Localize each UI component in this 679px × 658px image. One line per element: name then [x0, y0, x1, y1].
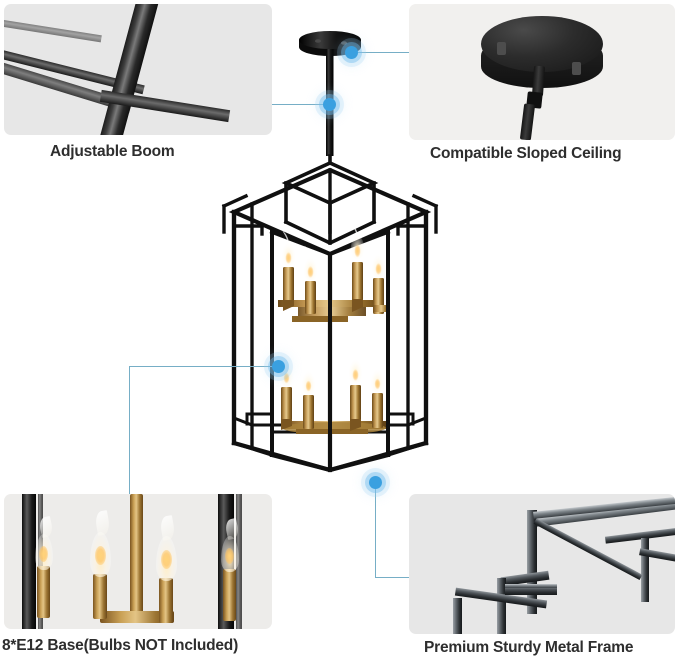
caption-e12-base: 8*E12 Base(Bulbs NOT Included)	[2, 637, 239, 654]
candle-lower-4	[370, 358, 385, 428]
feature-panel-e12-base	[4, 494, 272, 629]
feature-panel-adjustable-boom	[4, 4, 272, 135]
adjustable-boom-photo	[4, 4, 272, 135]
candle-lower-3	[348, 348, 363, 431]
candle-upper-4	[371, 243, 390, 314]
feature-panel-compatible-sloped-ceiling	[409, 4, 675, 140]
feature-panel-premium-metal-frame	[409, 494, 675, 634]
bulb-tier-lower	[279, 348, 386, 434]
premium-metal-frame-photo	[409, 494, 675, 634]
caption-premium-metal-frame: Premium Sturdy Metal Frame	[424, 639, 634, 656]
callout-boom-line	[272, 104, 330, 106]
compatible-sloped-ceiling-photo	[409, 4, 675, 140]
candle-lower-2	[301, 360, 316, 429]
callout-frame-line-h	[375, 577, 420, 579]
candle-upper-3	[350, 224, 365, 312]
callout-bulb-dot	[272, 360, 285, 373]
callout-canopy-dot	[345, 46, 358, 59]
candle-upper-2	[303, 246, 318, 314]
callout-canopy-line	[352, 52, 410, 54]
callout-frame-line-v	[375, 482, 377, 578]
caption-adjustable-boom: Adjustable Boom	[50, 143, 175, 160]
e12-base-photo	[4, 494, 272, 629]
callout-bulb-line-v	[129, 366, 131, 496]
caption-compatible-sloped-ceiling: Compatible Sloped Ceiling	[430, 145, 622, 162]
candle-upper-1	[281, 231, 296, 311]
callout-frame-dot	[369, 476, 382, 489]
callout-bulb-line-h	[129, 366, 279, 368]
callout-boom-dot	[323, 98, 336, 111]
